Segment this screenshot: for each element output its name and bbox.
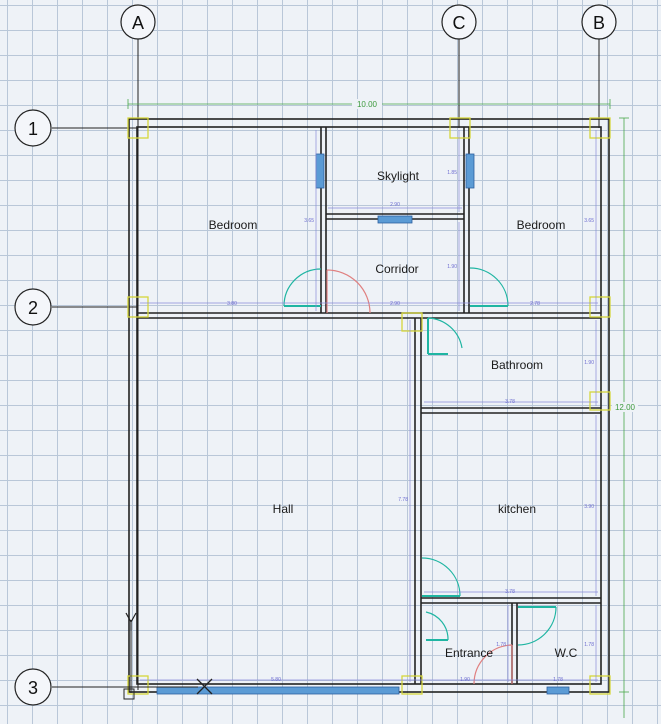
door-wc-arc	[517, 606, 557, 646]
overall-width-text-bg	[352, 99, 382, 109]
outer-wall-inner	[136, 126, 602, 685]
room-labels: Bedroom Skylight Bedroom Corridor Bathro…	[209, 169, 578, 660]
dim-skylight-height: 1.85	[447, 170, 457, 176]
dim-hall-width: 5.80	[271, 677, 281, 683]
room-label-kitchen: kitchen	[498, 502, 536, 516]
door-corridor-arc	[326, 269, 371, 314]
dim-kitchen-height: 3.90	[584, 504, 594, 510]
dim-bedroom-left-width: 3.80	[227, 301, 237, 307]
axis-label-1: 1	[28, 119, 38, 139]
window-skylight-bottom	[377, 215, 413, 224]
axis-label-A: A	[132, 13, 144, 33]
room-label-wc: W.C	[555, 646, 578, 660]
door-kitchen-arc	[421, 557, 461, 597]
windows	[156, 153, 570, 695]
dim-entrance-height: 1.78	[496, 642, 506, 648]
axis-bubbles: A C B 1 2 3	[14, 4, 617, 706]
window-wc	[546, 686, 570, 695]
column-marker	[589, 675, 611, 695]
axis-bubble-B	[581, 4, 617, 40]
dim-bedroom-right-width: 2.78	[530, 301, 540, 307]
column-marker	[127, 117, 149, 139]
dim-kitchen-width: 3.78	[505, 589, 515, 595]
dimension-texts: 1.85 2.90 3.65 3.65 1.90 3.80 2.90 2.78 …	[227, 170, 594, 683]
axis-lines	[52, 38, 600, 690]
axis-label-B: B	[593, 13, 605, 33]
dim-bathroom-height: 1.90	[584, 360, 594, 366]
column-marker	[401, 675, 423, 695]
column-marker	[589, 391, 611, 411]
dim-wc-height: 1.78	[584, 642, 594, 648]
dim-corridor-height: 1.90	[447, 264, 457, 270]
overall-dimensions: 10.00 12.00	[127, 99, 638, 718]
column-marker	[401, 312, 423, 332]
room-label-bathroom: Bathroom	[491, 358, 543, 372]
axis-bubble-2	[14, 288, 52, 326]
room-label-bedroom-right: Bedroom	[517, 218, 566, 232]
axis-bubble-1	[14, 109, 52, 147]
axis-label-2: 2	[28, 298, 38, 318]
column-markers	[127, 117, 611, 695]
ucs-y-glyph	[125, 612, 137, 630]
room-label-hall: Hall	[273, 502, 294, 516]
doors	[283, 267, 557, 685]
dim-entrance-width: 1.90	[460, 677, 470, 683]
dim-corridor-width: 2.90	[390, 301, 400, 307]
column-marker	[127, 675, 149, 695]
axis-bubble-3	[14, 668, 52, 706]
dim-skylight-width: 2.90	[390, 202, 400, 208]
room-label-bedroom-left: Bedroom	[209, 218, 258, 232]
dim-wc-width: 1.78	[553, 677, 563, 683]
door-entrance-main-arc	[473, 644, 513, 685]
door-bathroom-arc	[427, 317, 463, 349]
column-marker	[449, 117, 471, 139]
axis-label-3: 3	[28, 678, 38, 698]
window-skylight-right	[465, 153, 475, 189]
door-entrance-arc	[425, 611, 449, 641]
ucs-xy-icon	[123, 612, 213, 700]
room-label-skylight: Skylight	[377, 169, 420, 183]
axis-bubble-C	[441, 4, 477, 40]
window-hall	[156, 686, 400, 695]
overall-height-text-bg	[612, 402, 638, 412]
door-bedroom-right-arc	[469, 267, 509, 307]
room-label-entrance: Entrance	[445, 646, 493, 660]
column-marker	[589, 296, 611, 318]
ucs-origin-box	[123, 688, 135, 700]
overall-width-text: 10.00	[357, 100, 378, 109]
window-skylight-left	[315, 153, 325, 189]
room-label-corridor: Corridor	[375, 262, 418, 276]
axis-label-C: C	[453, 13, 466, 33]
axis-bubble-A	[120, 4, 156, 40]
door-bedroom-left-arc	[283, 268, 322, 307]
overall-height-text: 12.00	[615, 403, 636, 412]
dim-hall-height: 7.78	[398, 497, 408, 503]
dim-bathroom-width: 3.78	[505, 399, 515, 405]
dim-bedroom-right-height: 3.65	[584, 218, 594, 224]
column-marker	[589, 117, 611, 139]
dimension-lines	[140, 130, 598, 682]
ucs-x-glyph	[196, 678, 213, 695]
dim-bedroom-left-height: 3.65	[304, 218, 314, 224]
column-marker	[127, 296, 149, 318]
